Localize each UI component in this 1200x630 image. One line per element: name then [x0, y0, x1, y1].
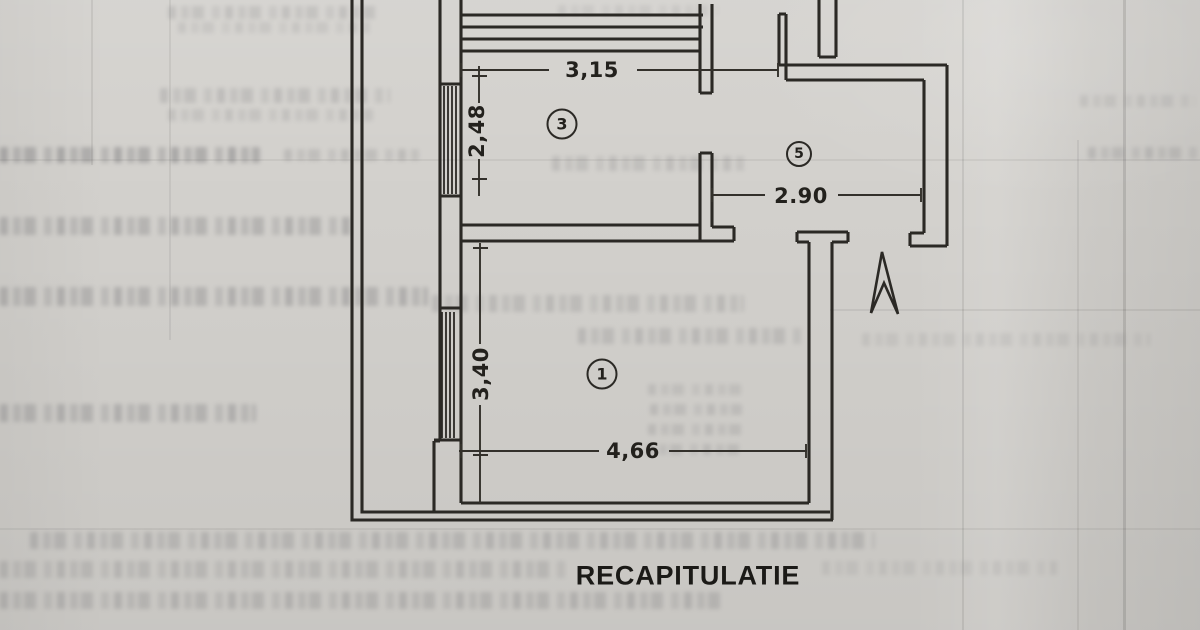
room-number: 3: [556, 114, 568, 134]
dimension-line-2-90: [711, 188, 922, 202]
room-number: 1: [596, 364, 608, 384]
room5-walls: [777, 0, 949, 248]
outer-boundary-walls: [350, 0, 833, 522]
room-number-badge-3: 3: [546, 108, 578, 140]
dimension-line-4-66: [459, 444, 807, 458]
room1-right-wall: [795, 230, 850, 520]
dimension-label-3-15: 3,15: [565, 58, 619, 82]
dimension-line-2-48: [472, 66, 487, 196]
dimension-label-3-40: 3,40: [469, 347, 493, 401]
window-symbol-lower: [441, 312, 455, 438]
window-symbol-upper: [443, 86, 457, 194]
dimension-lines: [459, 63, 922, 503]
room1-room3-dividing-wall: [461, 151, 736, 243]
dimension-line-3-40: [473, 243, 488, 503]
room-number-badge-1: 1: [586, 358, 618, 390]
dimension-label-4-66: 4,66: [606, 439, 660, 463]
room3-top-walls: [461, 4, 714, 95]
page-title: RECAPITULATIE: [575, 560, 801, 591]
north-arrow-icon: [869, 251, 900, 315]
dimension-line-3-15: [460, 63, 779, 77]
room-number: 5: [794, 146, 804, 162]
room-number-badge-5: 5: [786, 141, 812, 167]
window-hatch-lines: [441, 86, 457, 438]
wall-lines: [350, 0, 949, 522]
left-window-wall: [432, 0, 809, 512]
dimension-label-2-90: 2.90: [774, 184, 828, 208]
dimension-label-2-48: 2,48: [465, 104, 489, 158]
